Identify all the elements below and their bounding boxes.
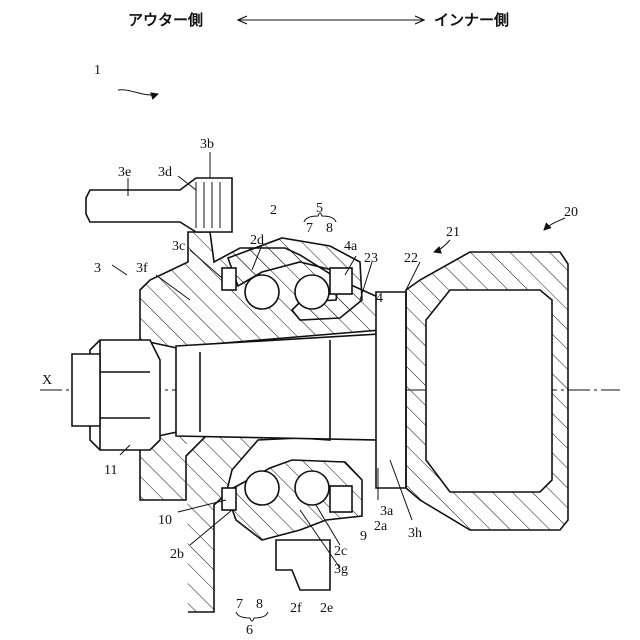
label-X: X (42, 373, 52, 388)
label-2e: 2e (320, 601, 333, 616)
label-2f: 2f (290, 601, 302, 616)
label-3e: 3e (118, 165, 131, 180)
hub-bore (176, 334, 380, 440)
rolling-ball-lower-outer (245, 471, 279, 505)
label-2c: 2c (334, 544, 347, 559)
label-1: 1 (94, 63, 101, 78)
inner-side-label: インナー側 (434, 11, 509, 29)
label-3h: 3h (408, 526, 422, 541)
leader-20 (544, 218, 565, 230)
label-3a: 3a (380, 504, 394, 519)
wheel-bolt (86, 178, 232, 232)
label-20: 20 (564, 205, 578, 220)
label-8-top: 8 (326, 221, 333, 236)
label-5: 5 (316, 201, 323, 216)
label-7-top: 7 (306, 221, 313, 236)
leader-1 (118, 90, 158, 95)
label-3f: 3f (136, 261, 148, 276)
rolling-ball-lower-inner (295, 471, 329, 505)
seal-lower (330, 486, 352, 512)
label-23: 23 (364, 251, 378, 266)
knuckle-bracket (276, 540, 330, 590)
label-7-bottom: 7 (236, 597, 243, 612)
seal-outer-lower (222, 488, 236, 510)
label-2d: 2d (250, 233, 264, 248)
label-8-bottom: 8 (256, 597, 263, 612)
stub-shaft-end (72, 354, 100, 426)
label-9: 9 (360, 529, 367, 544)
label-10: 10 (158, 513, 172, 528)
cv-joint-cavity (426, 290, 552, 492)
leader-3 (112, 265, 127, 275)
label-3b: 3b (200, 137, 214, 152)
label-3d: 3d (158, 165, 172, 180)
label-21: 21 (446, 225, 460, 240)
label-4a: 4a (344, 239, 358, 254)
leader-21 (434, 240, 450, 252)
rolling-ball-upper-inner (295, 275, 329, 309)
label-22: 22 (404, 251, 418, 266)
seal-upper (330, 268, 352, 294)
label-3: 3 (94, 261, 101, 276)
label-4: 4 (376, 291, 383, 306)
label-3c: 3c (172, 239, 185, 254)
label-2b: 2b (170, 547, 184, 562)
cv-stem-flange (376, 292, 406, 488)
brace-6 (236, 612, 268, 621)
outer-side-label: アウター側 (128, 11, 203, 29)
label-3g: 3g (334, 562, 348, 577)
label-6: 6 (246, 623, 253, 638)
label-2a: 2a (374, 519, 388, 534)
rolling-ball-upper-outer (245, 275, 279, 309)
label-11: 11 (104, 463, 117, 478)
label-2: 2 (270, 203, 277, 218)
seal-outer-upper (222, 268, 236, 290)
